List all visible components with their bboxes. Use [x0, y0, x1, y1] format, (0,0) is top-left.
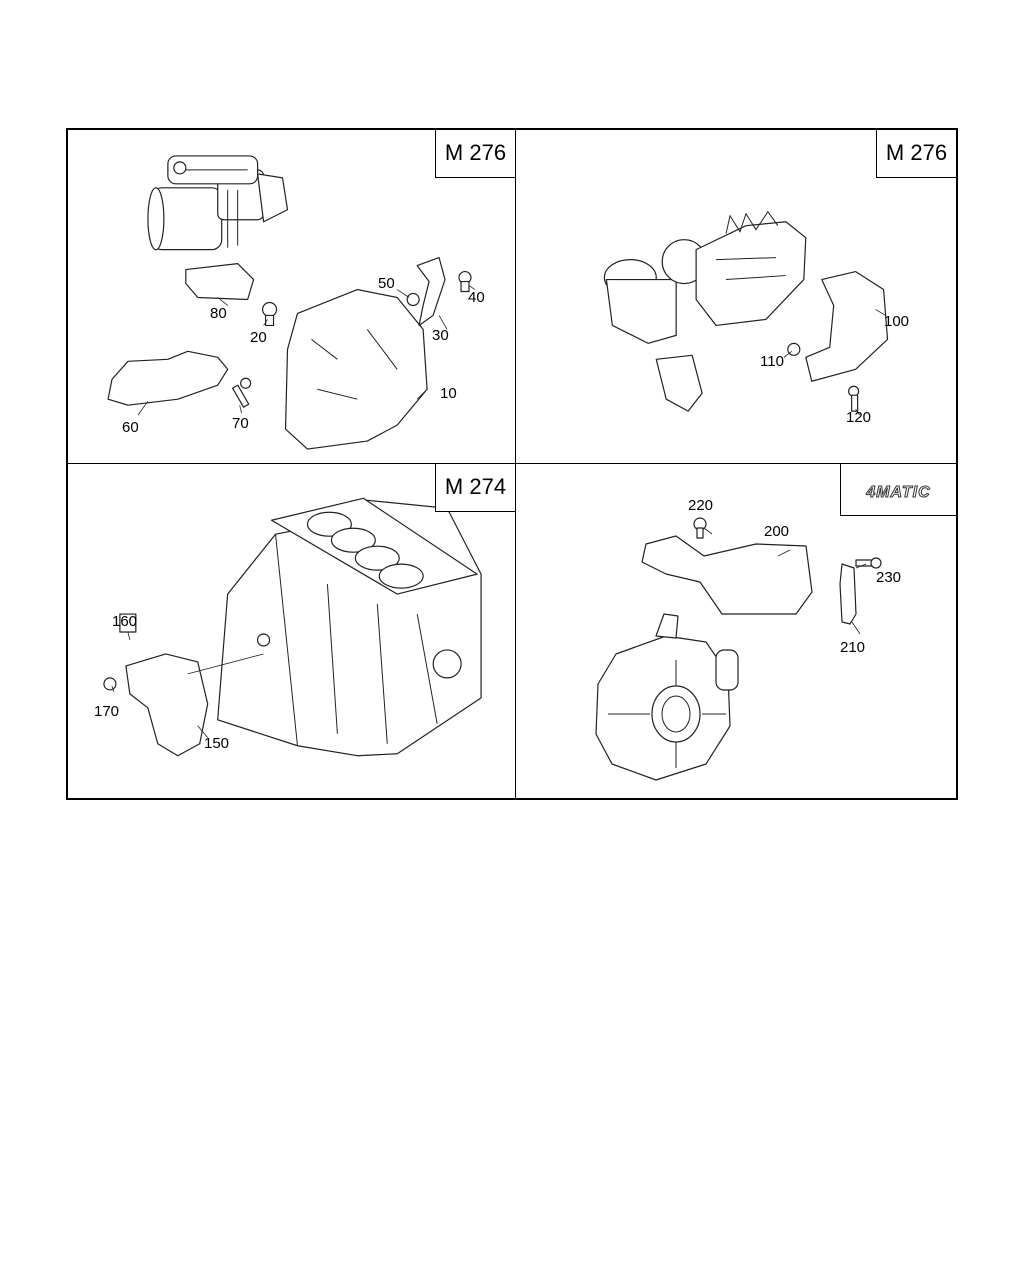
callout-label: 60: [122, 419, 139, 436]
callout-label: 40: [468, 289, 485, 306]
nut-170-icon: [103, 677, 117, 691]
nut-50-icon: [406, 292, 420, 307]
panel-bottom-left: M 274 150 160 170: [68, 464, 516, 798]
4matic-badge: 4MATIC: [840, 464, 956, 516]
bolt-20-icon: [261, 301, 278, 327]
parts-diagram-sheet: M 276 10 20 30 40 50 60 70 80 M 276: [66, 128, 958, 800]
callout-label: 80: [210, 305, 227, 322]
turbocharger-illustration: [603, 210, 889, 416]
callout-label: 100: [884, 313, 910, 330]
heat-shield-10-icon: [284, 288, 428, 450]
callout-label: 110: [760, 353, 784, 370]
bracket-150-icon: [125, 653, 209, 757]
turbocharger-icon: [603, 210, 807, 412]
panel-bottom-right: 4MATIC 200 210 220 230: [516, 464, 956, 798]
starter-motor-icon: [147, 155, 289, 251]
engine-block-icon: [217, 497, 482, 757]
washer-110-icon: [787, 342, 801, 356]
callout-label: 20: [250, 329, 267, 346]
starter-heatshield-illustration: [107, 155, 476, 450]
clip-160-icon: [119, 613, 137, 633]
bracket-80-icon: [185, 263, 255, 301]
bracket-210-icon: [839, 563, 857, 625]
transfer-case-illustration: [595, 517, 882, 781]
transfer-case-icon: [595, 613, 739, 781]
callout-label: 50: [378, 275, 395, 292]
panel-top-left: M 276 10 20 30 40 50 60 70 80: [68, 130, 516, 464]
heat-shield-100-icon: [805, 270, 889, 382]
engine-code-tag: M 276: [876, 130, 956, 178]
callout-label: 230: [876, 569, 902, 586]
callout-label: 10: [440, 385, 457, 402]
engine-block-illustration: [103, 497, 482, 757]
bolt-40-icon: [458, 270, 472, 293]
panel-top-right: M 276 100 110 120: [516, 130, 956, 464]
callout-label: 210: [840, 639, 866, 656]
bolt-70-icon: [231, 377, 252, 408]
4matic-logo: 4MATIC: [866, 484, 931, 502]
callout-label: 170: [94, 703, 120, 720]
engine-code-tag: M 276: [435, 130, 515, 178]
callout-label: 150: [204, 735, 230, 752]
heat-shield-60-icon: [107, 350, 229, 406]
callout-label: 30: [432, 327, 449, 344]
callout-label: 160: [112, 613, 138, 630]
heat-shield-200-icon: [641, 535, 813, 615]
callout-label: 120: [846, 409, 872, 426]
bolt-230-icon: [855, 557, 882, 569]
engine-code-tag: M 274: [435, 464, 515, 512]
callout-label: 220: [688, 497, 714, 514]
bolt-220-icon: [693, 517, 707, 539]
bolt-120-icon: [848, 385, 860, 412]
clip-30-icon: [416, 257, 446, 327]
callout-label: 70: [232, 415, 249, 432]
callout-label: 200: [764, 523, 790, 540]
